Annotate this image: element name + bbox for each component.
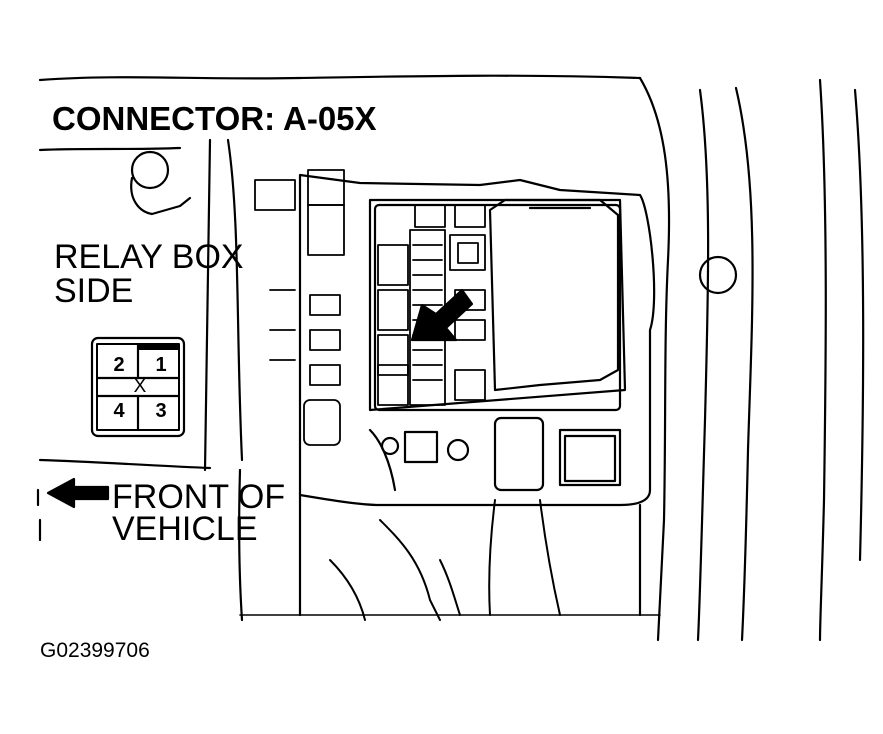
front-of-vehicle-label-line1: FRONT OF (112, 478, 286, 516)
lower-relays (368, 416, 622, 492)
pin-4-label: 4 (113, 400, 125, 422)
relay-box-side-label-line1: RELAY BOX (54, 238, 244, 276)
figure-id: G02399706 (40, 639, 150, 662)
pin-3-label: 3 (155, 400, 167, 422)
relay-box-body (298, 173, 656, 617)
pin-1-label: 1 (155, 354, 167, 376)
connector-title: CONNECTOR: A-05X (48, 100, 381, 137)
connector-face (90, 336, 186, 438)
engine-bay-outline (36, 74, 865, 642)
connector-pointer-arrow (410, 288, 474, 342)
front-of-vehicle-label-line2: VEHICLE (112, 510, 258, 548)
pin-center-key-label: X (133, 376, 147, 397)
front-arrow-icon (46, 477, 110, 509)
wire-harness (329, 499, 561, 621)
relay-box-side-label-line2: SIDE (54, 272, 134, 310)
left-fuse-column (254, 169, 345, 446)
fuse-block (377, 204, 486, 406)
relay-cover (488, 198, 620, 392)
pin-2-label: 2 (113, 354, 125, 376)
